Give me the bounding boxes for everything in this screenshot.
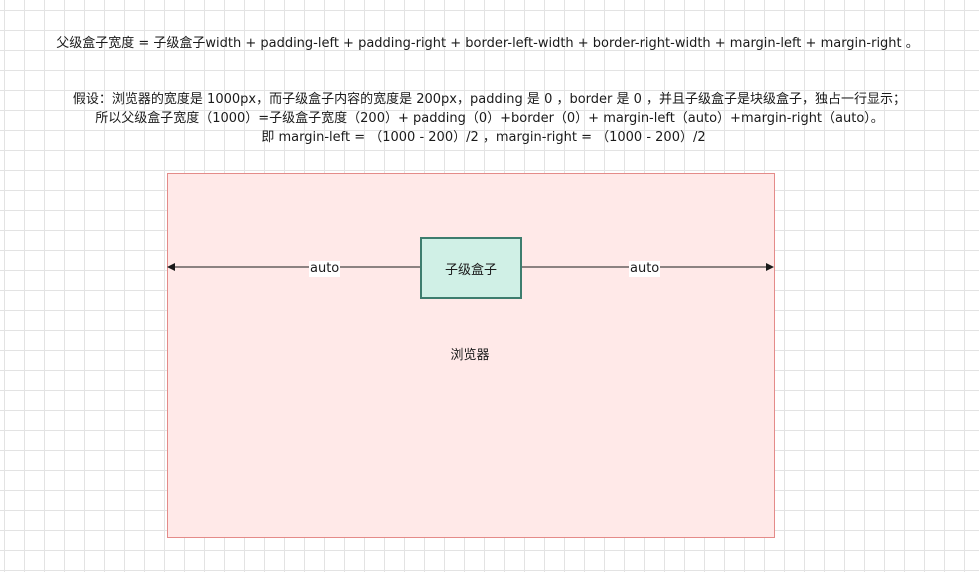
left-margin-auto-label: auto [309,261,341,277]
assumption-text-line-3: 即 margin-left = （1000 - 200）/2 ，margin-r… [261,130,706,145]
assumption-text-line-2: 所以父级盒子宽度（1000）=子级盒子宽度（200）+ padding（0）+b… [95,111,884,126]
child-box: 子级盒子 [420,237,522,299]
browser-box [167,173,775,538]
assumption-text-line-1: 假设：浏览器的宽度是 1000px，而子级盒子内容的宽度是 200px，padd… [72,92,907,107]
right-margin-auto-label: auto [629,261,661,277]
width-formula-text: 父级盒子宽度 = 子级盒子width + padding-left + padd… [56,36,919,51]
browser-label: 浏览器 [450,348,490,363]
child-box-label: 子级盒子 [444,262,497,278]
